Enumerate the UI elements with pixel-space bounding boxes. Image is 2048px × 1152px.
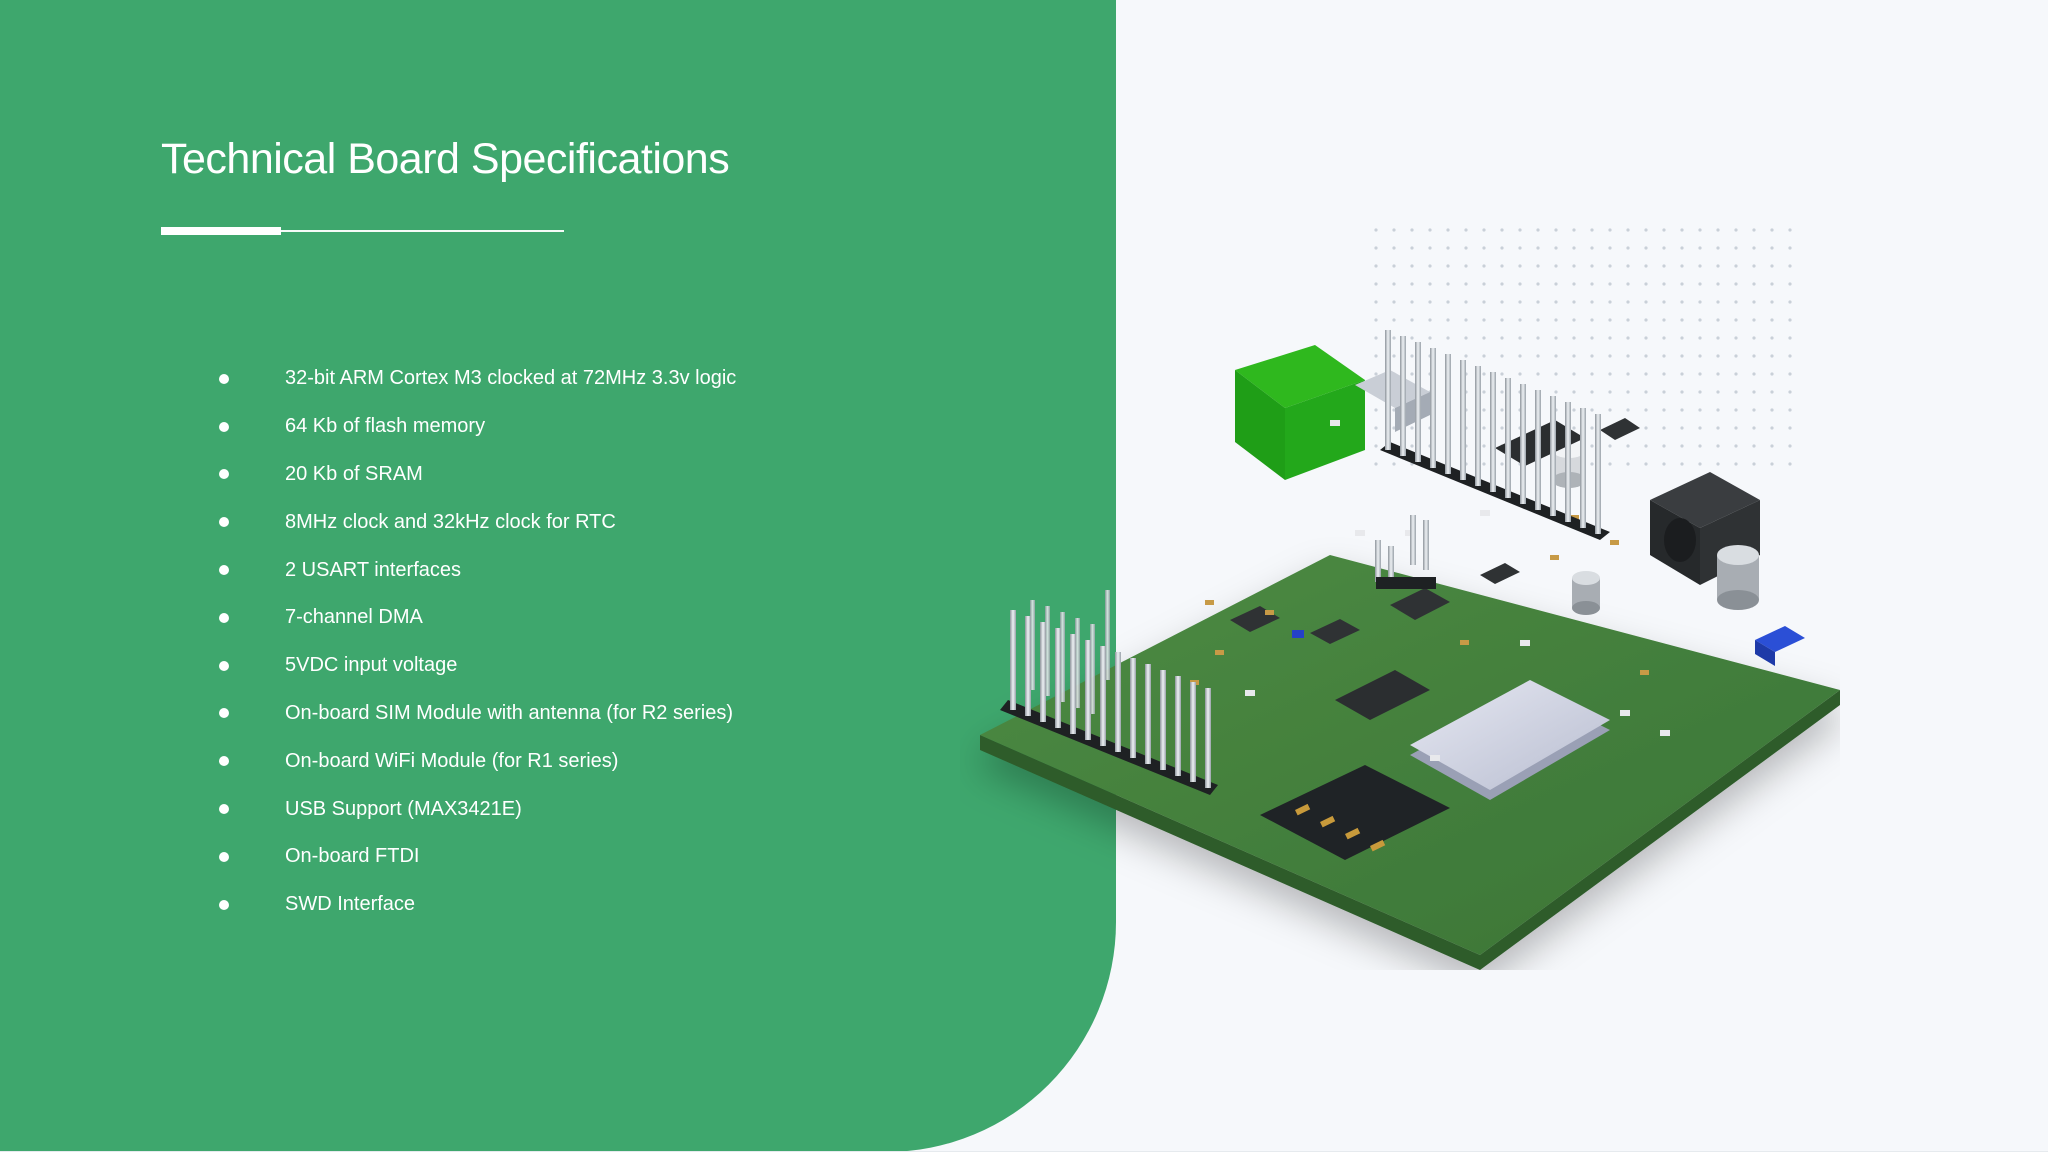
green-content-panel (0, 0, 1116, 1152)
spec-text: On-board SIM Module with antenna (for R2… (285, 701, 733, 724)
list-item: 8MHz clock and 32kHz clock for RTC (210, 498, 616, 546)
spec-text: 64 Kb of flash memory (285, 415, 486, 438)
circuit-board-illustration (980, 220, 1840, 970)
spec-text: USB Support (MAX3421E) (285, 797, 522, 820)
page-title: Technical Board Specifications (161, 135, 730, 183)
bullet-icon (219, 660, 229, 671)
list-item: 7-channel DMA (210, 594, 423, 642)
bullet-icon (219, 804, 229, 815)
list-item: 2 USART interfaces (210, 546, 461, 594)
title-underline-accent (161, 227, 281, 235)
bullet-icon (219, 851, 229, 862)
pin-header-front (1000, 590, 1218, 795)
bullet-icon (219, 756, 229, 767)
list-item: 20 Kb of SRAM (210, 451, 423, 499)
list-item: On-board SIM Module with antenna (for R2… (210, 690, 733, 738)
list-item: On-board WiFi Module (for R1 series) (210, 737, 618, 785)
list-item: On-board FTDI (210, 833, 419, 881)
spec-text: 2 USART interfaces (285, 558, 462, 581)
bullet-icon (219, 517, 229, 528)
spec-text: 32-bit ARM Cortex M3 clocked at 72MHz 3.… (285, 367, 737, 390)
list-item: USB Support (MAX3421E) (210, 785, 522, 833)
list-item: 64 Kb of flash memory (210, 403, 485, 451)
bullet-icon (219, 421, 229, 432)
bullet-icon (219, 612, 229, 623)
bullet-icon (219, 469, 229, 480)
spec-text: On-board FTDI (285, 845, 420, 868)
pin-header-back (1380, 330, 1610, 540)
spec-text: 7-channel DMA (285, 606, 423, 629)
bullet-icon (219, 373, 229, 384)
list-item: SWD Interface (210, 881, 415, 929)
bullet-icon (219, 899, 229, 910)
spec-list: 32-bit ARM Cortex M3 clocked at 72MHz 3.… (210, 355, 736, 929)
spec-text: 5VDC input voltage (285, 654, 458, 677)
bullet-icon (219, 708, 229, 719)
spec-text: SWD Interface (285, 893, 416, 916)
spec-text: On-board WiFi Module (for R1 series) (285, 749, 619, 772)
list-item: 5VDC input voltage (210, 642, 457, 690)
bullet-icon (219, 565, 229, 576)
list-item: 32-bit ARM Cortex M3 clocked at 72MHz 3.… (210, 355, 736, 403)
title-underline (161, 230, 564, 232)
spec-text: 8MHz clock and 32kHz clock for RTC (285, 510, 616, 533)
spec-text: 20 Kb of SRAM (285, 462, 423, 485)
